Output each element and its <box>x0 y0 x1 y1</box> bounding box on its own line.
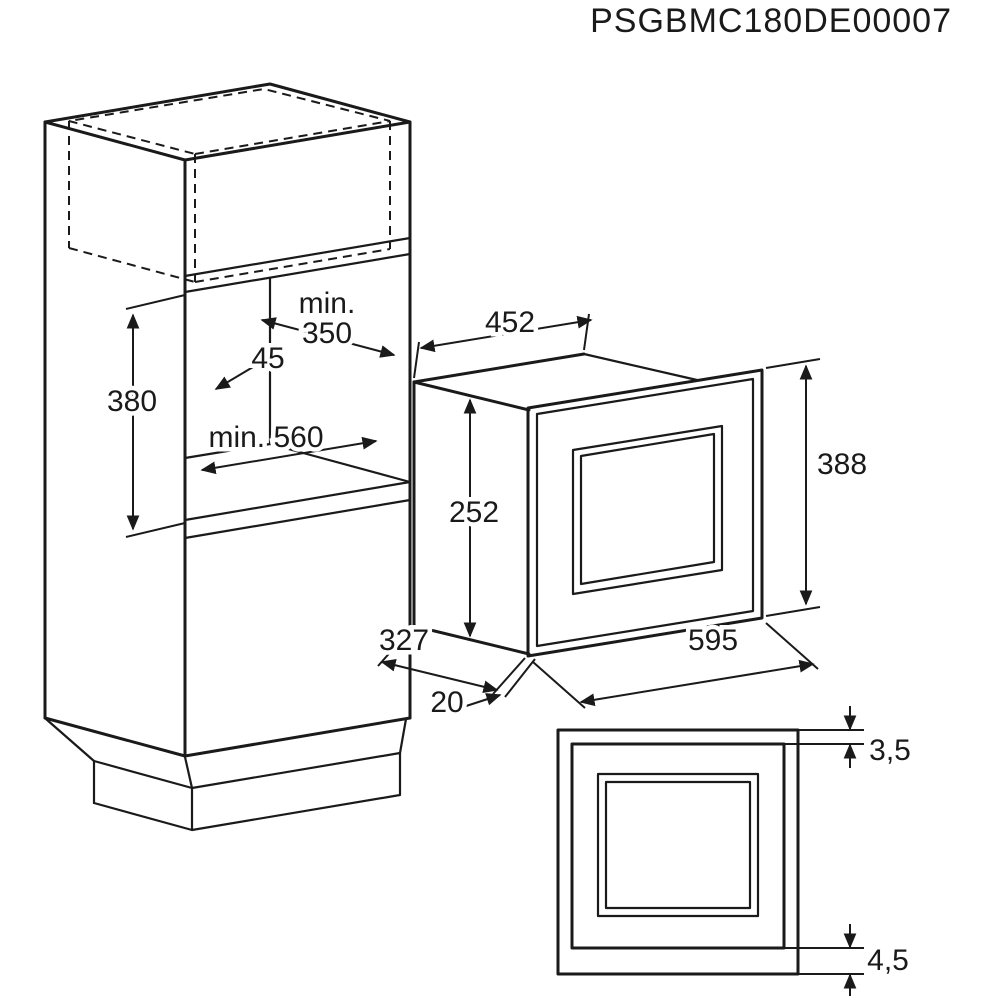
installation-detail-front-view <box>556 728 800 976</box>
frame-height-label: 388 <box>817 448 867 481</box>
niche-depth-dimension: min. 350 <box>260 283 396 358</box>
frame-width-dimension: 595 <box>532 620 819 709</box>
microwave-outline <box>412 352 764 658</box>
depth-label: 327 <box>379 624 429 657</box>
frame-height-dimension: 388 <box>765 358 872 617</box>
body-width-label: 452 <box>485 306 535 339</box>
cabinet-outline <box>43 82 412 758</box>
bottom-gap-label: 4,5 <box>867 944 909 977</box>
frame-offset-dimension: 20 <box>426 658 536 724</box>
frame-width-label: 595 <box>688 624 738 657</box>
niche-height-dimension: 380 <box>102 294 186 538</box>
body-width-dimension: 452 <box>413 302 593 379</box>
cabinet-top-cavity-hidden-lines <box>68 87 391 283</box>
niche-depth-value-label: 350 <box>302 317 352 350</box>
top-gap-dimension: 3,5 <box>784 706 915 772</box>
niche-depth-min-label: min. <box>299 287 356 320</box>
top-gap-label: 3,5 <box>869 734 911 767</box>
body-height-dimension: 252 <box>444 398 504 638</box>
body-height-label: 252 <box>449 496 499 529</box>
clearance-45-label: 45 <box>251 342 284 375</box>
frame-offset-label: 20 <box>430 686 463 719</box>
niche-width-label: min. 560 <box>208 421 323 454</box>
depth-dimension: 327 <box>374 620 526 695</box>
document-code: PSGBMC180DE00007 <box>590 2 952 40</box>
bottom-gap-dimension: 4,5 <box>784 924 913 996</box>
niche-width-dimension: min. 560 <box>200 417 378 475</box>
niche-height-label: 380 <box>107 385 157 418</box>
cabinet-plinth <box>44 717 408 832</box>
clearance-dimension: 45 <box>214 338 289 390</box>
